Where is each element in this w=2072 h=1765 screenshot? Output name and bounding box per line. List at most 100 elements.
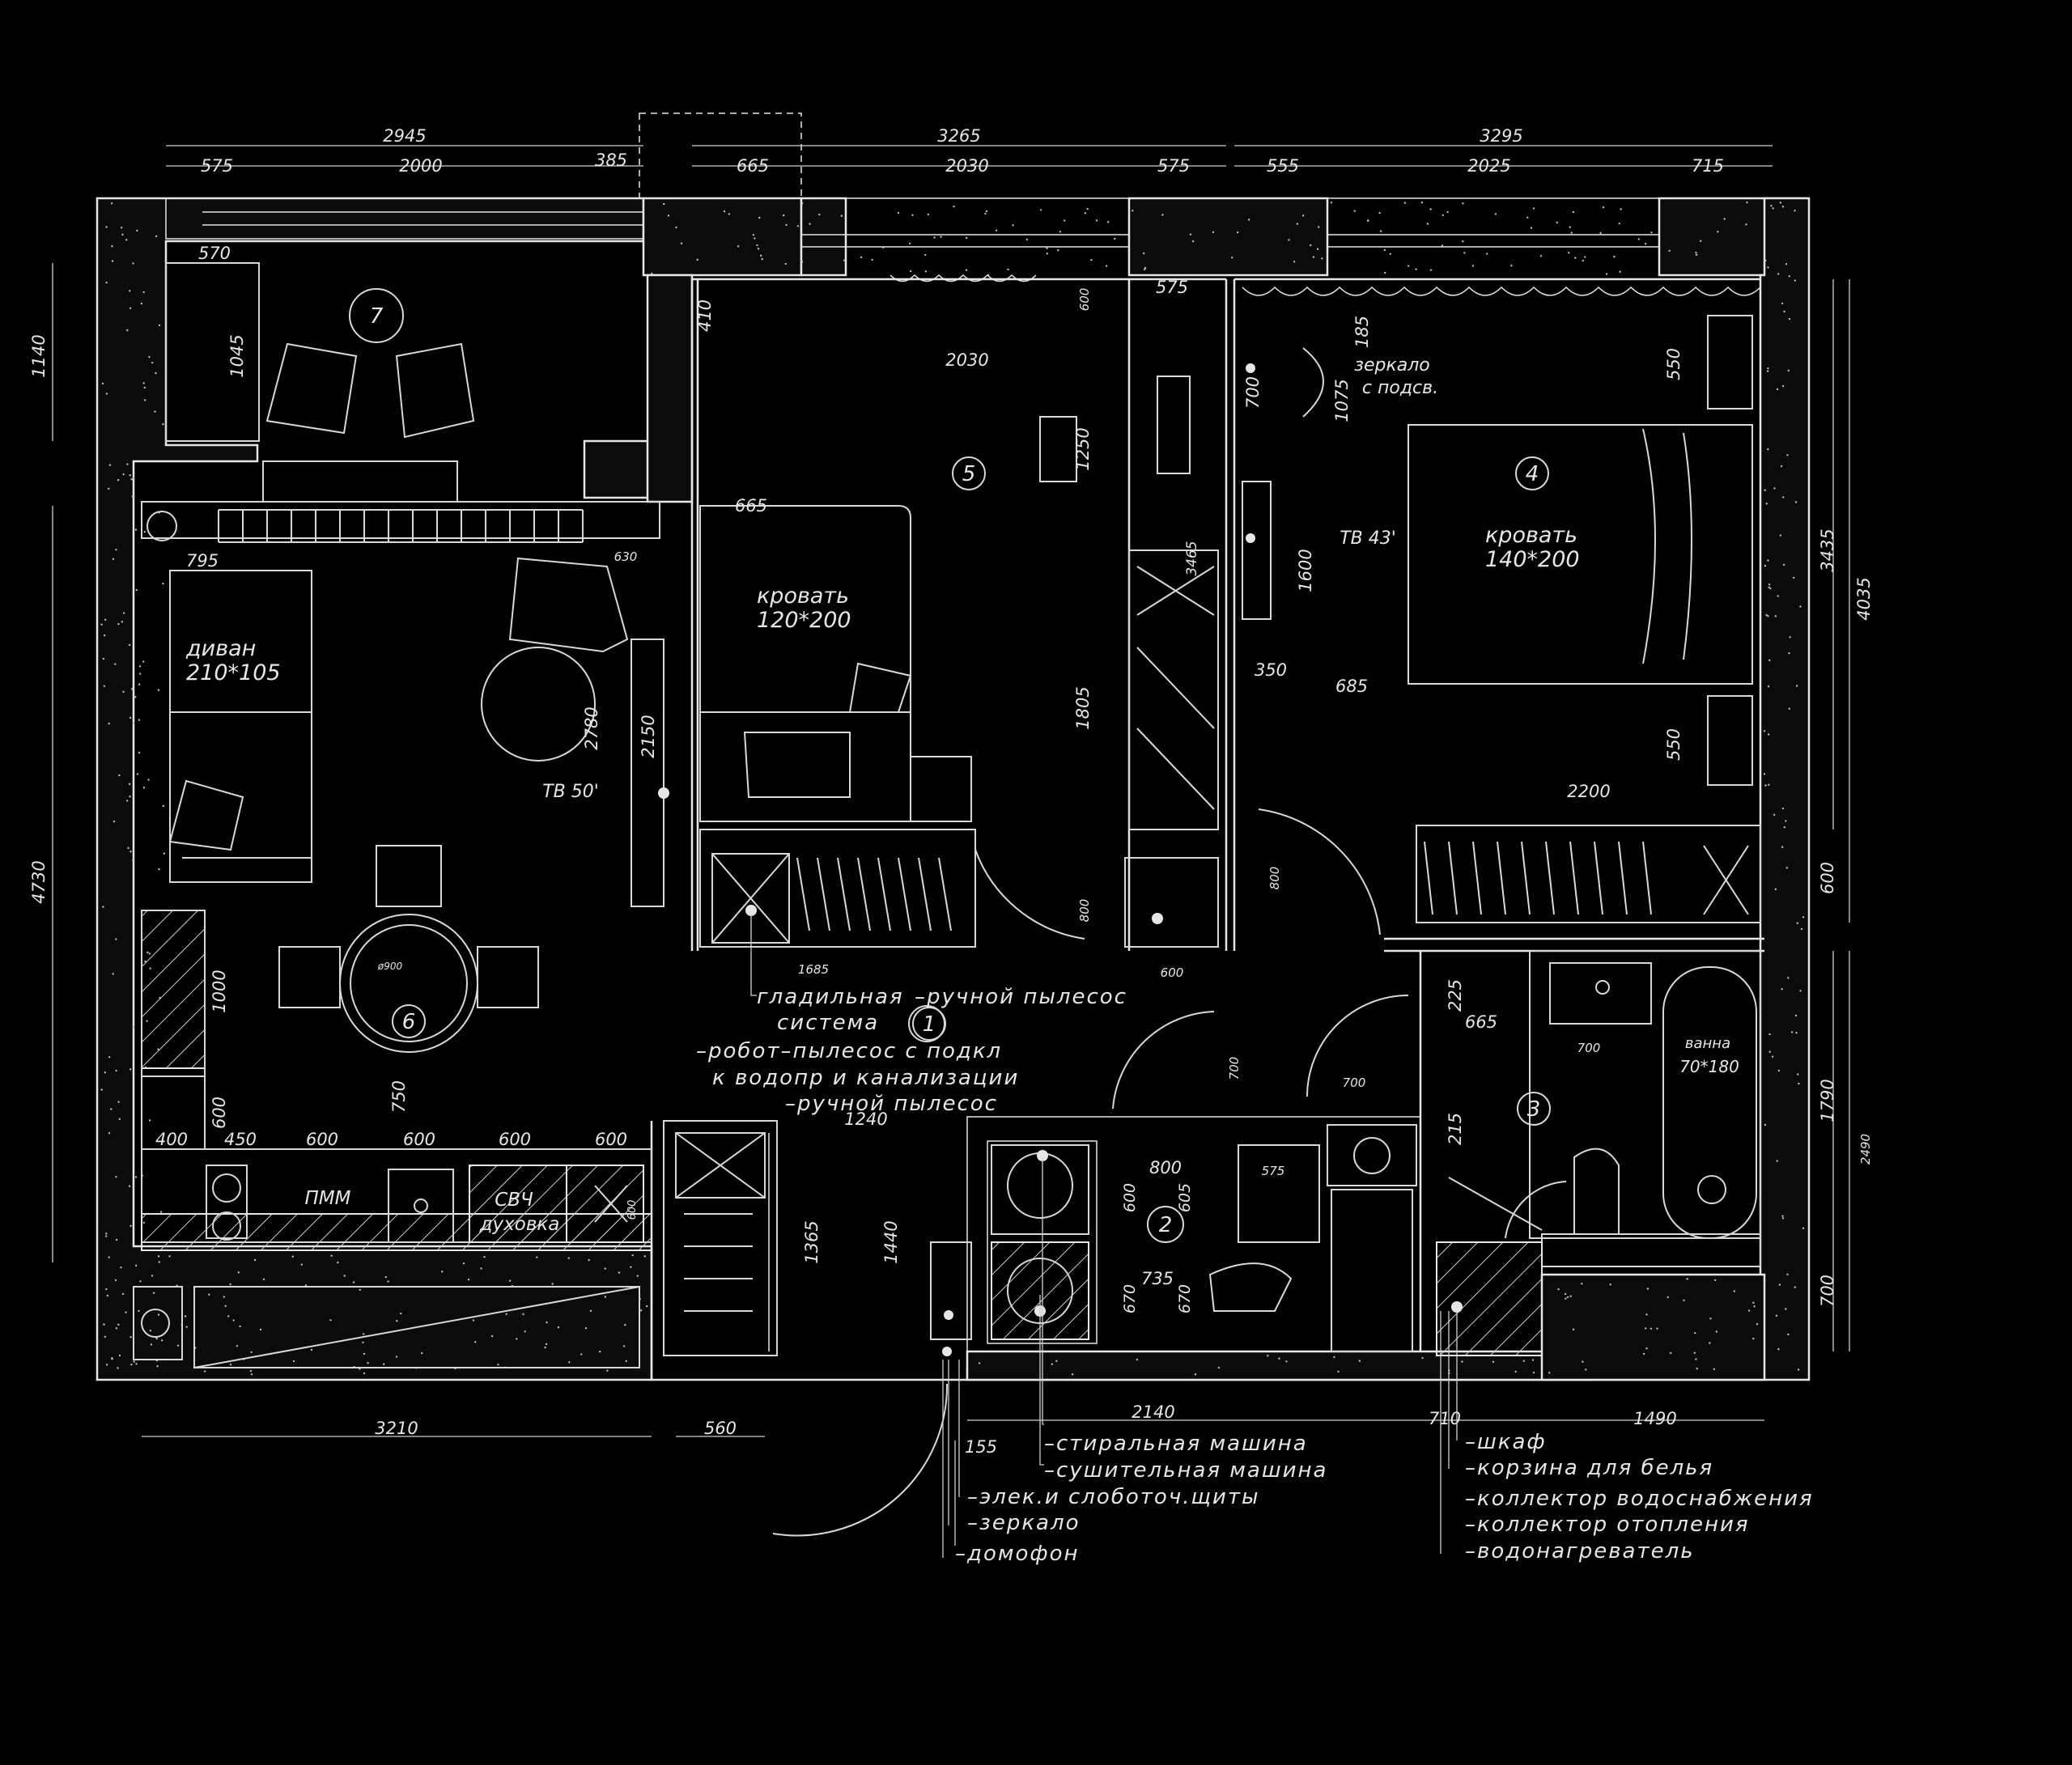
wall-stipple-dot [130,1224,132,1228]
windows [165,112,1660,248]
wall-stipple-dot [130,1336,132,1339]
dim-800a: 800 [1077,899,1092,923]
wall-stipple-dot [203,1370,206,1373]
wall-stipple-dot [1584,256,1586,258]
dim-575-inner: 575 [1156,278,1188,297]
wall-stipple-dot [1645,1313,1648,1316]
wall-stipple-dot [158,1261,160,1263]
wall-stipple-dot [1782,563,1785,566]
dim-top-2945: 2945 [383,126,426,146]
wall-stipple-dot [105,1364,108,1366]
wall-stipple-dot [1564,1292,1567,1296]
callout-robot-vacuum: –робот–пылесос с подкл [696,1039,1002,1063]
wall-stipple-dot [1793,576,1795,579]
wall-stipple-dot [1384,271,1386,274]
wall-stipple-dot [362,1341,364,1343]
wall-stipple-dot [100,1088,103,1091]
wall-stipple-dot [639,1309,643,1312]
wall-stipple-dot [1012,224,1014,227]
wall-stipple-dot [1051,1363,1053,1365]
wall-stipple-dot [291,1255,294,1258]
wall-stipple-dot [162,423,164,426]
wall-stipple-dot [758,216,761,219]
wall-stipple-dot [1415,268,1417,270]
wall-stipple-dot [675,226,677,229]
wall-stipple-dot [1132,210,1134,212]
wall-stipple-dot [818,213,821,216]
wall-stipple-dot [102,657,105,660]
dim-710: 710 [1429,1409,1461,1428]
wall-stipple-dot [114,1279,117,1282]
wall-stipple-dot [1667,1296,1669,1299]
wall-stipple-dot [630,1266,632,1268]
wall-stipple-dot [1767,559,1769,562]
wall-stipple-dot [1007,268,1009,271]
dim-700-right: 700 [1818,1275,1837,1307]
wall-stipple-dot [508,1279,512,1282]
wall-stipple-dot [1767,733,1770,736]
callout-water-connection: к водопр и канализации [712,1066,1019,1090]
wall-stipple-dot [129,796,131,798]
wall-stipple-dot [1403,202,1407,204]
wall-stipple-dot [1776,388,1779,391]
wall-stipple-dot [1566,1296,1569,1298]
wall-stipple-dot [103,634,106,637]
wall-stipple-dot [106,1294,109,1297]
wall-stipple-dot [121,1292,125,1296]
wall-stipple-dot [785,223,788,227]
wall-stipple-dot [1785,263,1788,265]
wall-stipple-dot [1572,210,1575,214]
wall-stipple-dot [1768,1033,1771,1036]
wall-stipple-dot [1143,252,1145,255]
wall-stipple-dot [1531,1359,1535,1361]
wall-stipple-dot [462,1262,465,1265]
wall-stipple-dot [108,1256,110,1258]
living-kitchen-room-6 [133,501,669,1368]
wall-stipple-dot [1086,207,1089,210]
wall-stipple-dot [483,1256,486,1258]
wall-stipple-dot [329,1319,332,1322]
wall-stipple-dot [667,214,670,217]
wall-stipple-dot [100,623,103,626]
dim-570: 570 [198,244,231,263]
wall-stipple-dot [1609,1283,1611,1286]
wall-stipple-dot [111,245,113,248]
wall-stipple-dot [1786,1273,1789,1275]
wall-stipple-dot [1777,1069,1781,1072]
wall-stipple-dot [1650,1327,1653,1330]
wall-stipple-dot [126,329,129,332]
wall-stipple-dot [1794,501,1798,503]
wall-stipple-dot [1379,230,1382,232]
wall-stipple-dot [1569,226,1571,228]
wall-stipple-dot [1770,205,1773,207]
wall-stipple-dot [159,1211,163,1213]
dim-3210: 3210 [375,1419,418,1438]
wall-stipple-dot [108,1056,111,1059]
wall-stipple-dot [1582,259,1585,262]
wall-stipple-dot [1765,613,1768,617]
callout-laundry-basket: –корзина для белья [1465,1456,1713,1480]
wall-stipple-dot [1686,1278,1688,1280]
dim-2025: 2025 [1467,156,1510,176]
callout-mirror: –зеркало [967,1511,1081,1535]
wall-stipple-dot [1095,219,1098,222]
wall-stipple-dot [505,1313,507,1315]
wall-stipple-dot [140,303,143,305]
wall-stipple-dot [1217,1366,1221,1369]
wall-stipple-dot [105,1288,108,1291]
wall-stipple-dot [536,1256,538,1258]
wall-stipple-dot [1514,1370,1517,1373]
wall-stipple-dot [522,1313,524,1316]
wall-stipple-dot [101,382,104,385]
wall-stipple-dot [756,244,758,247]
wall-stipple-dot [580,1353,583,1356]
wall-stipple-dot [367,1362,369,1364]
room-5-number: 5 [962,462,976,486]
callout-water-heater: –водонагреватель [1465,1539,1695,1563]
wall-stipple-dot [1794,210,1796,212]
wall-stipple-dot [1565,1297,1567,1300]
bath-label: ванна [1685,1035,1730,1052]
room-4-number: 4 [1526,462,1539,486]
callout-cabinet: –шкаф [1465,1430,1547,1454]
wall-stipple-dot [112,558,115,561]
